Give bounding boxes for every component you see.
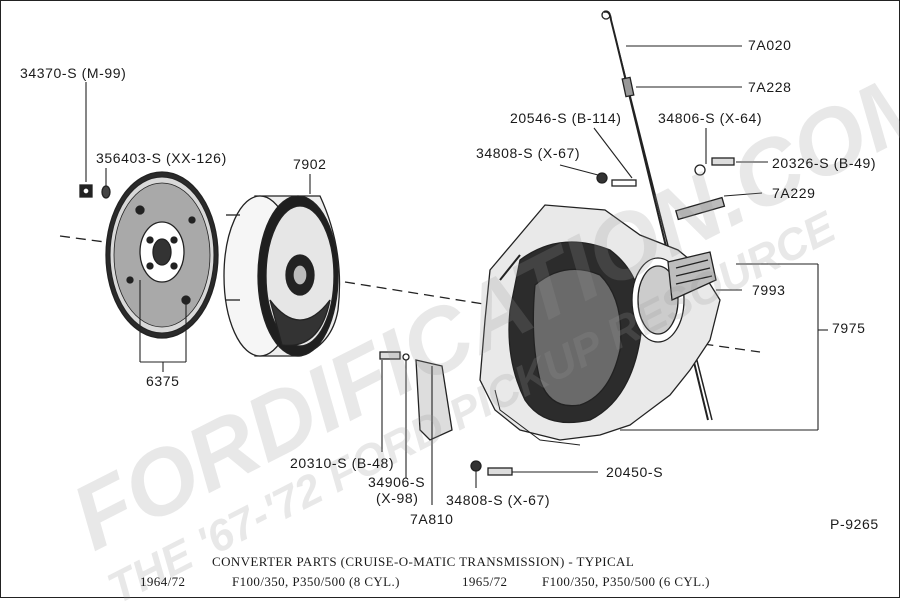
label-7a810: 7A810	[410, 511, 454, 527]
label-7a228: 7A228	[748, 79, 792, 95]
exploded-parts-drawing	[59, 10, 828, 505]
label-7993: 7993	[752, 282, 786, 298]
caption-years-2: 1965/72	[462, 574, 508, 589]
label-34808-s-bottom: 34808-S (X-67)	[446, 492, 551, 508]
inspection-cover-plate	[667, 251, 717, 301]
label-34806-s: 34806-S (X-64)	[658, 110, 763, 126]
label-34370-s: 34370-S (M-99)	[20, 65, 127, 81]
label-356403-s: 356403-S (XX-126)	[96, 150, 227, 166]
label-7975: 7975	[832, 320, 866, 336]
label-20326-s: 20326-S (B-49)	[772, 155, 877, 171]
leader-lines	[85, 45, 828, 505]
torque-converter	[223, 195, 341, 357]
converter-housing	[479, 204, 721, 446]
label-7a229: 7A229	[772, 185, 816, 201]
label-34906-s-code: (X-98)	[376, 490, 419, 506]
caption-models-2: F100/350, P350/500 (6 CYL.)	[542, 574, 710, 589]
label-7902: 7902	[293, 156, 327, 172]
label-20310-s: 20310-S (B-48)	[290, 455, 395, 471]
flywheel	[105, 171, 219, 339]
label-6375: 6375	[146, 373, 180, 389]
caption-models-1: F100/350, P350/500 (8 CYL.)	[232, 574, 400, 589]
label-34808-s-top: 34808-S (X-67)	[476, 145, 581, 161]
caption-title: CONVERTER PARTS (CRUISE-O-MATIC TRANSMIS…	[212, 554, 635, 569]
hardware-nuts-bolts	[79, 157, 735, 476]
label-20546-s: 20546-S (B-114)	[510, 110, 622, 126]
label-7a020: 7A020	[748, 37, 792, 53]
label-20450-s: 20450-S	[606, 464, 664, 480]
label-34906-s: 34906-S	[368, 474, 426, 490]
caption-years-1: 1964/72	[140, 574, 186, 589]
figure-id: P-9265	[830, 516, 879, 532]
